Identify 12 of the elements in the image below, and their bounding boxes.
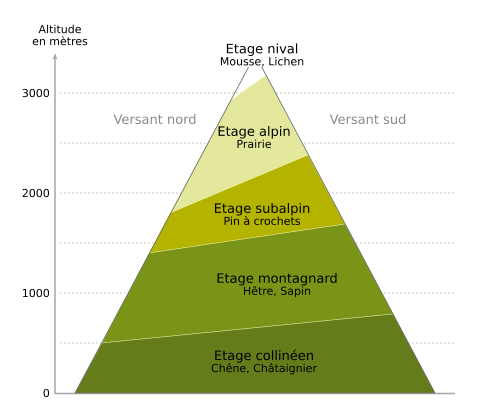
tick-label: 0 — [44, 388, 50, 398]
tick-label: 3000 — [22, 88, 50, 98]
slope-label: Versant sud — [330, 114, 406, 124]
node-label: Mousse, Lichen — [220, 56, 304, 67]
tick-label: 2000 — [22, 188, 50, 198]
axis-title: Altitude en mètres — [32, 24, 88, 46]
zone-band: Etage collinéen Chêne, Châtaignier — [74, 314, 436, 394]
zone-band: Etage subalpin Pin à crochets — [148, 154, 346, 254]
zone-band: Etage montagnard Hêtre, Sapin — [102, 224, 394, 344]
zone-band: Etage nival Mousse, Lichen — [219, 42, 305, 100]
node-label: Etage nival — [226, 43, 298, 56]
tick-label: 1000 — [23, 288, 50, 298]
